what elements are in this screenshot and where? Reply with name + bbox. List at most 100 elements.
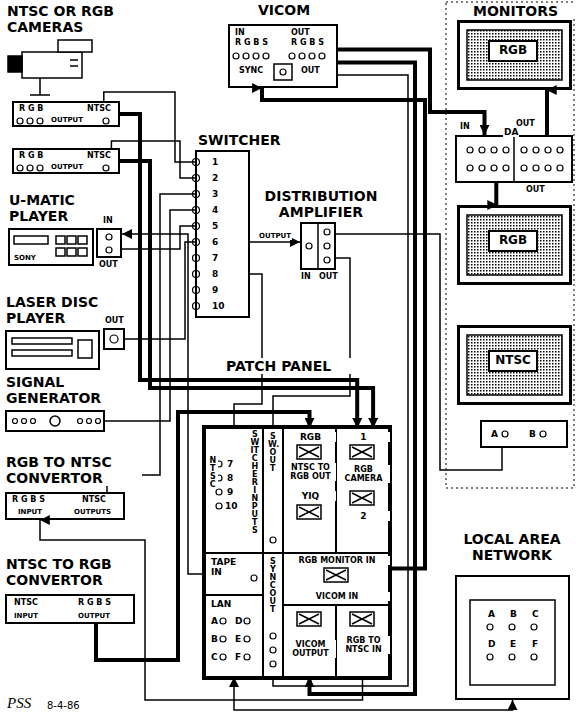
- patch-cell: LANADBECF: [205, 595, 263, 677]
- label-text: RGB: [488, 230, 538, 252]
- label-text: R G B S: [290, 38, 325, 47]
- label-text: IN: [300, 272, 312, 281]
- jack: [306, 243, 312, 249]
- jack: [216, 489, 222, 495]
- jack: [220, 654, 226, 660]
- label-text: R G B: [18, 151, 44, 160]
- heading: SIGNAL GENERATOR: [5, 374, 117, 406]
- jack: [253, 53, 259, 59]
- jack: [270, 537, 276, 543]
- jack: [545, 147, 551, 153]
- heading: NTSC TO RGB CONVERTOR: [5, 556, 142, 588]
- jack: [324, 243, 330, 249]
- jack: [22, 419, 27, 424]
- label-text: OUT: [525, 185, 546, 194]
- jack: [299, 53, 305, 59]
- jack: [103, 118, 109, 124]
- label-text: 6: [211, 237, 219, 247]
- patch-cell: RGB TO NTSC IN: [336, 605, 389, 677]
- label-text: RGB: [284, 432, 337, 442]
- label-text: R G B S: [234, 38, 269, 47]
- label-text: PSS: [6, 695, 32, 712]
- label-text: D: [234, 616, 243, 626]
- monitor: MONITORSRGB: [457, 20, 572, 90]
- label-text: NTSC: [13, 598, 39, 607]
- jack: [17, 118, 23, 124]
- jack: [280, 69, 286, 75]
- jack: [31, 419, 36, 424]
- heading: MONITORS: [452, 3, 576, 19]
- patch-cell: 1RGB CAMERA2: [336, 428, 389, 553]
- jack: [491, 165, 497, 171]
- convertor-box: RGB TO NTSC CONVERTORR G B SINPUTNTSCOUT…: [5, 492, 125, 520]
- label-text: OUT: [318, 272, 339, 281]
- heading: LOCAL AREA NETWORK: [451, 531, 573, 563]
- label-text: IN: [234, 28, 246, 37]
- jack: [503, 165, 509, 171]
- label-text: 4: [211, 205, 219, 215]
- label-text: F: [531, 639, 539, 649]
- jack: [557, 147, 563, 153]
- camera-output-box: NTSC OR RGB CAMERASR G BNTSCOUTPUT: [12, 101, 120, 127]
- label-text: NTSC: [81, 495, 107, 504]
- jack: [96, 419, 101, 424]
- connector-box: INOUT: [96, 228, 122, 258]
- label-text: OUT: [98, 260, 119, 269]
- patch-cell: SYNC OUT: [263, 553, 283, 677]
- jack: [324, 229, 330, 235]
- jack: [220, 636, 226, 642]
- jack: [324, 257, 330, 263]
- label-text: IN: [102, 216, 114, 225]
- jack: [319, 53, 325, 59]
- jack: [244, 654, 250, 660]
- label-text: SYNC: [238, 66, 264, 75]
- label-text: RGB: [488, 40, 538, 62]
- label-text: 3: [211, 189, 219, 199]
- jack: [37, 118, 43, 124]
- label-text: NTSC: [86, 151, 112, 160]
- network-box: LOCAL AREA NETWORKABCDEF: [455, 575, 570, 700]
- jack: [540, 431, 546, 437]
- jack: [106, 247, 112, 253]
- label-text: NTSC: [208, 457, 218, 489]
- jack: [87, 419, 92, 424]
- heading: LASER DISC PLAYER: [5, 294, 117, 326]
- umatic-player: U-MATIC PLAYERSONY: [8, 228, 94, 266]
- label-text: 10: [211, 301, 226, 311]
- jack: [479, 165, 485, 171]
- label-text: RGB CAMERA: [337, 465, 390, 483]
- label-text: INPUT: [17, 508, 43, 516]
- jack: [243, 53, 249, 59]
- label-text: 9: [211, 285, 219, 295]
- patch-cell: SW. OUT: [263, 428, 283, 553]
- heading: NTSC OR RGB CAMERAS: [6, 3, 136, 35]
- jack: [13, 419, 18, 424]
- jack: [557, 165, 563, 171]
- patch-cell: TAPE IN: [205, 553, 263, 595]
- signal-cable: [273, 258, 350, 428]
- patch-cell: RGBNTSC TO RGB OUTYIQ: [283, 428, 336, 553]
- monitor: NTSC: [457, 325, 572, 405]
- jack: [487, 624, 493, 630]
- heading: DISTRIBUTION AMPLIFIER: [250, 188, 392, 220]
- jack: [27, 118, 33, 124]
- jack: [244, 636, 250, 642]
- jack: [509, 654, 515, 660]
- edge-label: OUTPUT: [258, 232, 292, 240]
- jack: [521, 147, 527, 153]
- label-text: 8: [211, 269, 219, 279]
- label-text: OUTPUT: [50, 163, 84, 171]
- signal-cable: [122, 226, 195, 249]
- jack: [521, 165, 527, 171]
- distribution-box: DAINOUTOUT: [455, 135, 573, 183]
- heading: RGB TO NTSC CONVERTOR: [5, 454, 142, 486]
- jack: [531, 624, 537, 630]
- jack: [270, 633, 276, 639]
- signal-cable: [111, 141, 195, 178]
- label-text: LAN: [210, 599, 232, 609]
- connector-box: OUT: [103, 328, 125, 350]
- signal-cable: [234, 274, 262, 428]
- jack: [216, 503, 222, 509]
- label-text: 7: [211, 253, 219, 263]
- laser-disc-player: LASER DISC PLAYER: [5, 330, 100, 370]
